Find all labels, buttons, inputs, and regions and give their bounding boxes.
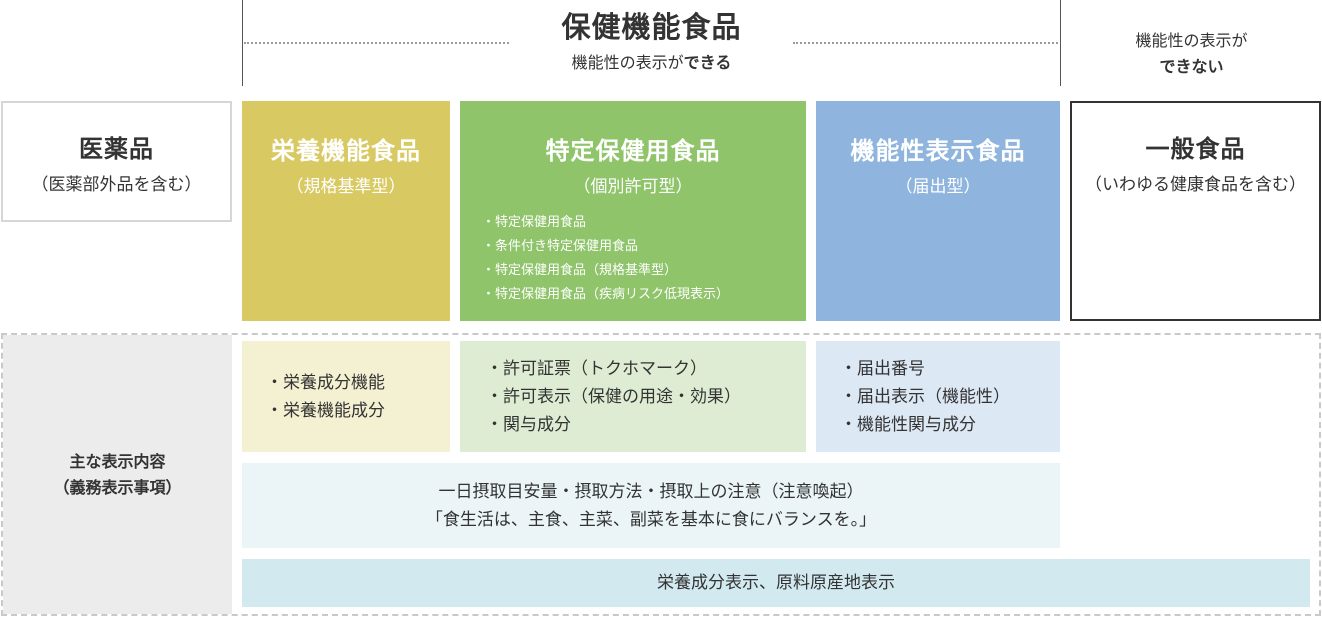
category-pharma: 医薬品 （医薬部外品を含む）	[1, 101, 232, 222]
category-nutrient-function-title: 栄養機能食品	[271, 137, 421, 165]
category-tokuho-list: 特定保健用食品 条件付き特定保健用食品 特定保健用食品（規格基準型） 特定保健用…	[460, 211, 806, 307]
right-header-line2: できない	[1159, 57, 1224, 76]
category-nutrient-function-subtitle: （規格基準型）	[286, 177, 406, 197]
header-title: 保健機能食品	[561, 10, 742, 44]
category-pharma-subtitle: （医薬部外品を含む）	[31, 175, 202, 195]
detail-all-line: 栄養成分表示、原料原産地表示	[657, 573, 895, 593]
category-functional-claims-title: 機能性表示食品	[850, 137, 1026, 165]
header-dotted-left	[244, 42, 509, 44]
list-item: 栄養成分機能	[266, 369, 385, 397]
category-general-food-title: 一般食品	[1145, 135, 1246, 163]
category-tokuho-title: 特定保健用食品	[545, 137, 721, 165]
header-dotted-right	[793, 42, 1058, 44]
category-nutrient-function: 栄養機能食品 （規格基準型）	[242, 101, 450, 321]
list-item: 特定保健用食品（規格基準型）	[482, 259, 806, 283]
detail-common-health-foods: 一日摂取目安量・摂取方法・摂取上の注意（注意喚起） 「食生活は、主食、主菜、副菜…	[242, 463, 1060, 548]
category-functional-claims-subtitle: （届出型）	[895, 177, 981, 197]
detail-tokuho-list: 許可証票（トクホマーク） 許可表示（保健の用途・効果） 関与成分	[486, 355, 741, 439]
category-general-food-subtitle: （いわゆる健康食品を含む）	[1085, 175, 1306, 195]
category-tokuho-subtitle: （個別許可型）	[573, 177, 693, 197]
labeling-label-line2: （義務表示事項）	[53, 477, 182, 497]
list-item: 特定保健用食品（疾病リスク低現表示）	[482, 283, 806, 307]
list-item: 栄養機能成分	[266, 397, 385, 425]
category-pharma-title: 医薬品	[79, 135, 154, 163]
detail-tokuho: 許可証票（トクホマーク） 許可表示（保健の用途・効果） 関与成分	[460, 341, 806, 452]
list-item: 関与成分	[486, 411, 741, 439]
detail-all-foods: 栄養成分表示、原料原産地表示	[242, 559, 1310, 607]
header-subtitle: 機能性の表示ができる	[571, 53, 732, 72]
list-item: 機能性関与成分	[840, 411, 1010, 439]
category-functional-claims: 機能性表示食品 （届出型）	[816, 101, 1060, 321]
right-header-line1: 機能性の表示が	[1135, 31, 1248, 50]
detail-common-line2: 「食生活は、主食、主菜、副菜を基本に食にバランスを。」	[425, 509, 877, 530]
detail-nutrient-function: 栄養成分機能 栄養機能成分	[242, 341, 450, 452]
labeling-section-border	[1, 333, 1321, 616]
list-item: 届出番号	[840, 355, 1010, 383]
detail-common-line1: 一日摂取目安量・摂取方法・摂取上の注意（注意喚起）	[438, 481, 864, 502]
list-item: 届出表示（機能性）	[840, 383, 1010, 411]
right-header: 機能性の表示が できない	[1061, 28, 1322, 80]
labeling-section-label: 主な表示内容 （義務表示事項）	[3, 335, 232, 614]
detail-functional-claims-list: 届出番号 届出表示（機能性） 機能性関与成分	[840, 355, 1010, 439]
category-general-food: 一般食品 （いわゆる健康食品を含む）	[1070, 101, 1321, 321]
list-item: 許可表示（保健の用途・効果）	[486, 383, 741, 411]
detail-nutrient-function-list: 栄養成分機能 栄養機能成分	[266, 369, 385, 425]
list-item: 条件付き特定保健用食品	[482, 235, 806, 259]
header-left-bracket	[242, 0, 243, 86]
list-item: 許可証票（トクホマーク）	[486, 355, 741, 383]
list-item: 特定保健用食品	[482, 211, 806, 235]
detail-functional-claims: 届出番号 届出表示（機能性） 機能性関与成分	[816, 341, 1060, 452]
labeling-label-line1: 主な表示内容	[69, 451, 166, 471]
category-tokuho: 特定保健用食品 （個別許可型） 特定保健用食品 条件付き特定保健用食品 特定保健…	[460, 101, 806, 321]
header-right-bracket	[1060, 0, 1061, 86]
